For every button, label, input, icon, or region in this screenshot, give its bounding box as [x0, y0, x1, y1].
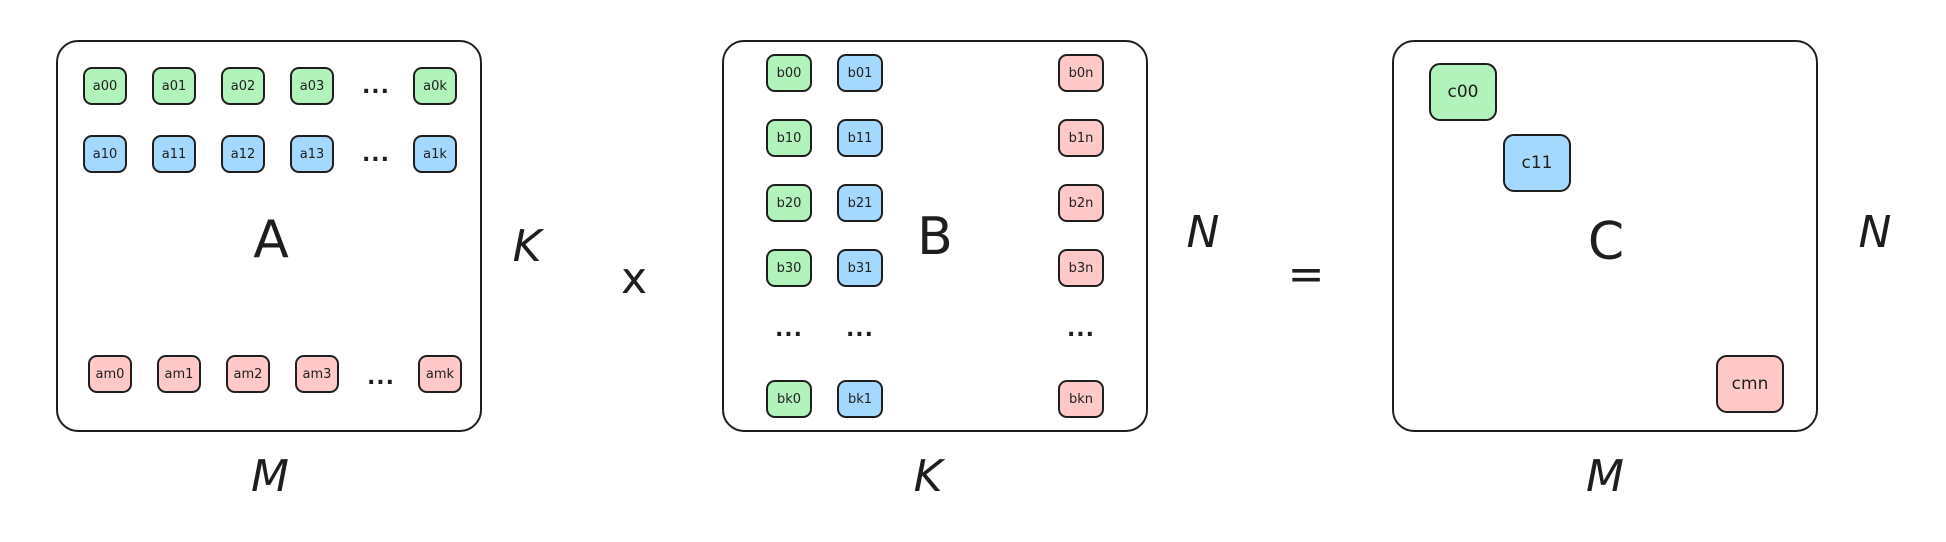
matrix-c-cell: c11	[1503, 134, 1571, 192]
matrix-a-row-ellipsis: ...	[366, 365, 396, 390]
matrix-a-cell: a12	[221, 135, 265, 173]
matrix-b-cell: b21	[837, 184, 883, 222]
matrix-c-box: c00 c11 C cmn	[1392, 40, 1818, 432]
matrix-a-cell: a02	[221, 67, 265, 105]
matrix-c-cell: cmn	[1716, 355, 1784, 413]
matrix-a-cell: a01	[152, 67, 196, 105]
matrix-b-cell: bk0	[766, 380, 812, 418]
matrix-b-cell: b01	[837, 54, 883, 92]
equals-operator: =	[1287, 249, 1325, 300]
matrix-b-cell: bkn	[1058, 380, 1104, 418]
matrix-b-cell: b00	[766, 54, 812, 92]
matrix-b-cell: b3n	[1058, 249, 1104, 287]
matrix-a-bottom-label: M	[251, 451, 289, 502]
matrix-b-cell: bk1	[837, 380, 883, 418]
matrix-b-box: b00 b10 b20 b30 ... bk0 b01 b11 b21 b31 …	[722, 40, 1148, 432]
matrix-c-name: C	[1587, 212, 1625, 272]
matrix-a-cell: a1k	[413, 135, 457, 173]
matrix-a-row-ellipsis: ...	[361, 142, 391, 167]
matrix-b-column-ellipsis: ...	[774, 317, 804, 342]
matrix-b-cell: b2n	[1058, 184, 1104, 222]
matrix-a-cell: am0	[88, 355, 132, 393]
matrix-b-cell: b30	[766, 249, 812, 287]
matrix-c-bottom-label: M	[1586, 451, 1624, 502]
matrix-b-side-label: N	[1186, 207, 1220, 258]
matrix-c-cell: c00	[1429, 63, 1497, 121]
multiply-operator: x	[620, 253, 648, 304]
matrix-a-box: a00 a01 a02 a03 ... a0k a10 a11 a12 a13 …	[56, 40, 482, 432]
matrix-a-cell: am1	[157, 355, 201, 393]
matrix-b-cell: b11	[837, 119, 883, 157]
matrix-a-cell: a00	[83, 67, 127, 105]
matrix-a-cell: a0k	[413, 67, 457, 105]
matrix-b-name: B	[917, 207, 953, 267]
matrix-b-cell: b1n	[1058, 119, 1104, 157]
matrix-a-cell: a11	[152, 135, 196, 173]
matrix-a-cell: a03	[290, 67, 334, 105]
matrix-b-column-ellipsis: ...	[845, 317, 875, 342]
matrix-b-cell: b10	[766, 119, 812, 157]
matrix-a-cell: a13	[290, 135, 334, 173]
matrix-a-cell: amk	[418, 355, 462, 393]
matrix-c-side-label: N	[1858, 207, 1892, 258]
matrix-b-bottom-label: K	[913, 451, 943, 502]
matrix-a-cell: am3	[295, 355, 339, 393]
matrix-b-cell: b0n	[1058, 54, 1104, 92]
matrix-a-cell: a10	[83, 135, 127, 173]
matrix-a-side-label: K	[512, 221, 542, 272]
matrix-b-cell: b31	[837, 249, 883, 287]
matrix-b-cell: b20	[766, 184, 812, 222]
matrix-b-column-ellipsis: ...	[1066, 317, 1096, 342]
matrix-a-cell: am2	[226, 355, 270, 393]
matrix-a-name: A	[253, 210, 289, 270]
matrix-a-row-ellipsis: ...	[361, 74, 391, 99]
